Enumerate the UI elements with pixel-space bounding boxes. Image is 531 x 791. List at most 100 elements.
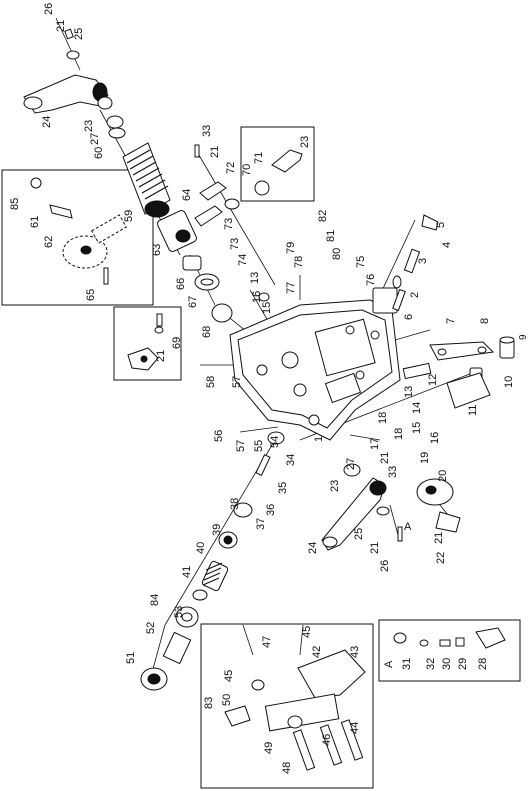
detail-a-parts [393, 627, 506, 649]
inset-69-parts [127, 313, 164, 371]
callout-26-lower: 26 [379, 560, 391, 572]
callout-80: 80 [331, 248, 343, 260]
callout-13-right: 13 [403, 386, 415, 398]
callout-18-b: 18 [393, 428, 405, 440]
worm-shaft-assembly [140, 431, 285, 691]
inset-box-69 [113, 306, 182, 381]
callout-53: 53 [173, 606, 185, 618]
callout-14: 14 [411, 402, 423, 414]
inset-box-83-43 [200, 623, 374, 789]
callout-50: 50 [221, 694, 233, 706]
callout-76: 76 [365, 274, 377, 286]
callout-64: 64 [181, 189, 193, 201]
callout-21-detail: 21 [433, 532, 445, 544]
callout-5: 5 [435, 222, 447, 228]
callout-10: 10 [503, 376, 515, 388]
washers-upper [97, 96, 126, 139]
callout-11: 11 [467, 405, 479, 416]
callout-13-top: 13 [249, 272, 261, 284]
callout-83: 83 [203, 697, 215, 709]
callout-12: 12 [427, 374, 439, 386]
steering-arm-upper [23, 28, 109, 114]
callout-63: 63 [151, 244, 163, 256]
callout-77: 77 [285, 282, 297, 294]
callout-85: 85 [9, 198, 21, 210]
callout-38: 38 [229, 498, 241, 510]
callout-59: 59 [123, 210, 135, 222]
callout-48: 48 [281, 762, 293, 774]
callout-44: 44 [349, 722, 361, 734]
callout-24-lower: 24 [307, 542, 319, 554]
callout-40: 40 [195, 542, 207, 554]
callout-55: 55 [253, 440, 265, 452]
callout-3-a: 3 [417, 258, 429, 264]
callout-26-top: 26 [43, 3, 55, 15]
callout-33-top: 33 [201, 125, 213, 137]
callout-70: 70 [241, 164, 253, 176]
callout-17: 17 [369, 438, 381, 450]
callout-67: 67 [187, 296, 199, 308]
callout-54: 54 [269, 436, 281, 448]
callout-82: 82 [317, 210, 329, 222]
inset-box-70-73 [240, 126, 315, 202]
callout-41: 41 [181, 566, 193, 578]
callout-61: 61 [29, 216, 41, 228]
callout-73-b: 73 [229, 238, 241, 250]
callout-21-right: 21 [379, 452, 391, 464]
callout-31: 31 [401, 658, 413, 670]
callout-23-top: 23 [83, 120, 95, 132]
callout-27-lower: 27 [345, 458, 357, 470]
callout-7: 7 [445, 318, 457, 324]
callout-49: 49 [263, 742, 275, 754]
callout-69: 69 [171, 337, 183, 349]
callout-19: 19 [419, 452, 431, 464]
inset-70-parts [194, 144, 303, 210]
steering-arm-lower [321, 463, 461, 551]
callout-81: 81 [325, 230, 337, 242]
callout-29: 29 [457, 658, 469, 670]
callout-25-top: 25 [73, 28, 85, 40]
sector-shaft [122, 142, 223, 252]
callout-35: 35 [277, 482, 289, 494]
gear-housing [229, 287, 401, 441]
inset-box-85-65 [1, 169, 154, 306]
callout-62: 62 [43, 236, 55, 248]
callout-33-lower: 33 [387, 466, 399, 478]
callout-9: 9 [518, 334, 529, 340]
callout-45-a: 45 [223, 670, 235, 682]
callout-21-mid: 21 [209, 146, 221, 158]
callout-72: 72 [225, 162, 237, 174]
callout-65: 65 [85, 289, 97, 301]
callout-52: 52 [145, 622, 157, 634]
callout-43: 43 [349, 646, 361, 658]
callout-47: 47 [261, 636, 273, 648]
callout-37: 37 [255, 518, 267, 530]
callout-2: 2 [409, 292, 421, 298]
callout-23-lower: 23 [329, 480, 341, 492]
callout-45-b: 45 [301, 626, 313, 638]
callout-32: 32 [425, 658, 437, 670]
callout-36: 36 [265, 504, 277, 516]
inset-85-parts [30, 177, 128, 285]
seals-column [182, 255, 233, 323]
callout-16-right: 16 [429, 432, 441, 444]
callout-6: 6 [403, 314, 415, 320]
callout-71: 71 [253, 152, 265, 164]
callout-21-inset: 21 [155, 350, 167, 362]
right-side-parts [392, 214, 515, 409]
callout-60: 60 [93, 147, 105, 159]
callout-78: 78 [293, 256, 305, 268]
callout-28: 28 [477, 658, 489, 670]
callout-18-a: 18 [377, 412, 389, 424]
callout-4: 4 [441, 242, 453, 248]
callout-1: 1 [313, 436, 325, 442]
callout-25-lower: 25 [353, 528, 365, 540]
callout-57-b: 57 [235, 440, 247, 452]
callout-24-top: 24 [41, 116, 53, 128]
callout-16-top: 16 [251, 291, 263, 303]
callout-8: 8 [479, 318, 491, 324]
callout-74: 74 [237, 254, 249, 266]
callout-detail-a-box: A [383, 660, 395, 668]
callout-75: 75 [355, 256, 367, 268]
